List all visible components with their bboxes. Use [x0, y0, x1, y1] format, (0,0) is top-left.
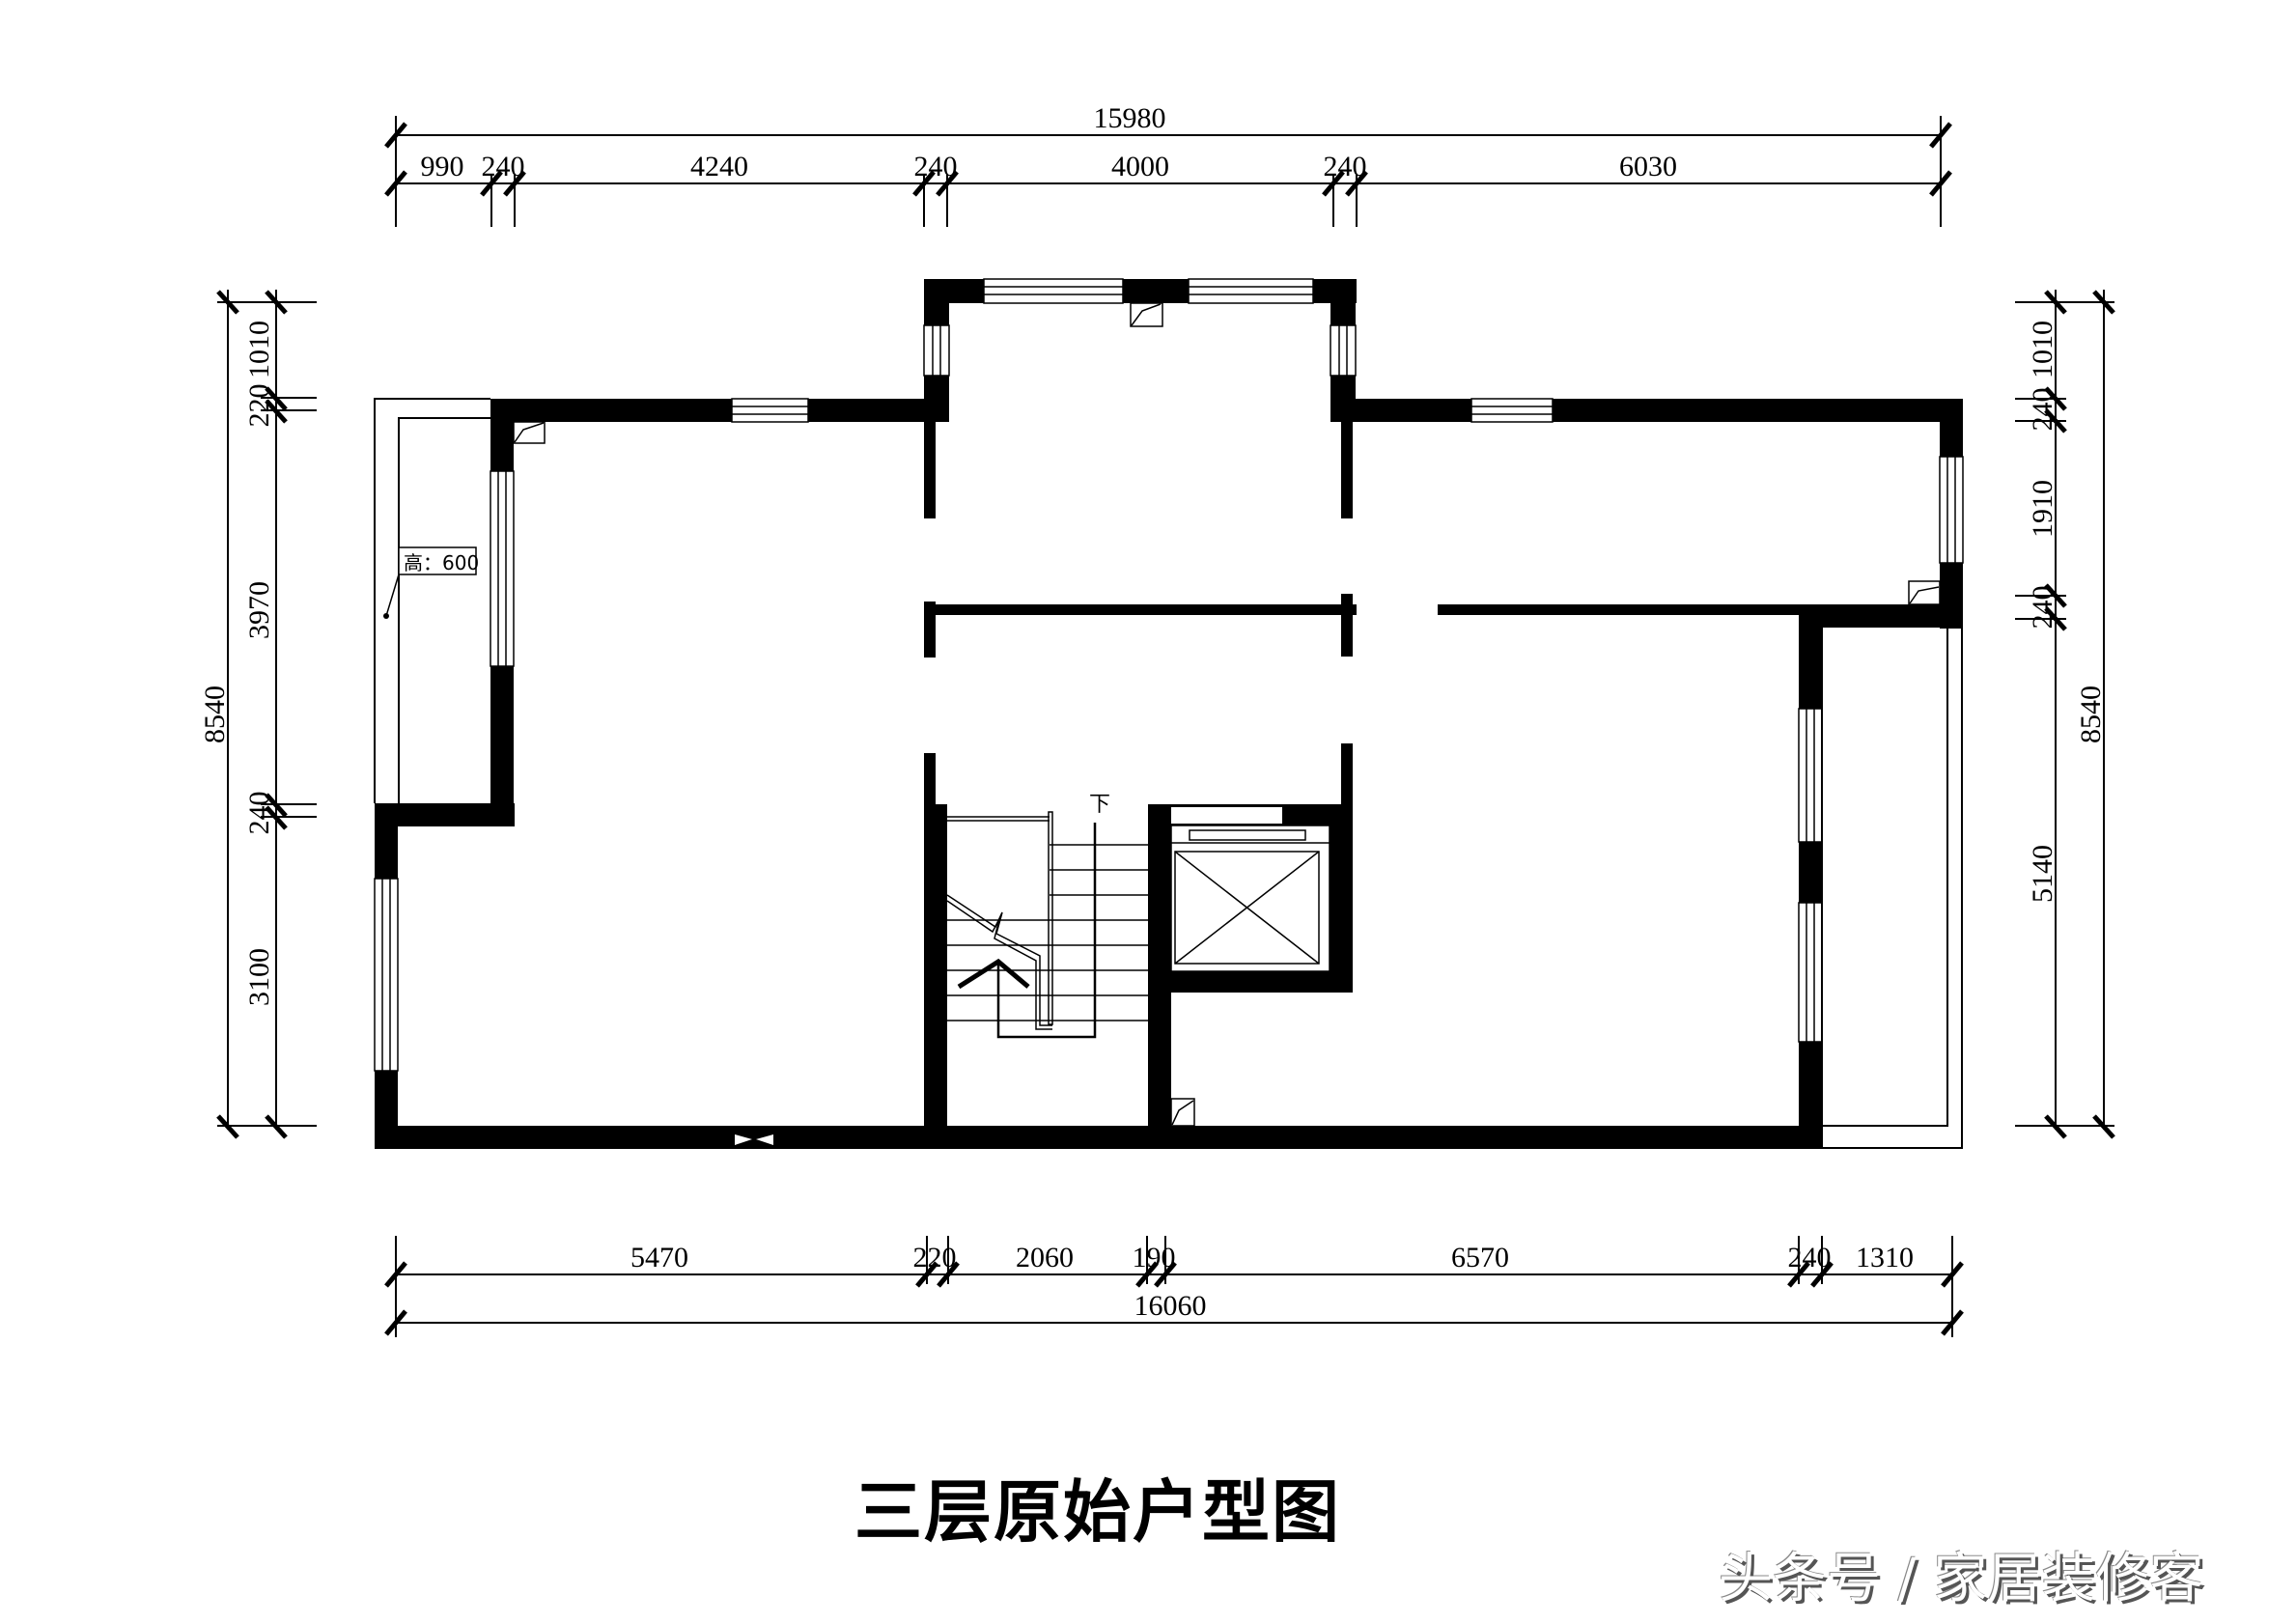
bottom-dim-3: 2060	[1016, 1242, 1074, 1273]
page-title: 三层原始户型图	[854, 1472, 1341, 1552]
top-dimension-ticks	[384, 122, 1952, 197]
top-dim-5: 4000	[1111, 151, 1169, 182]
bottom-dimension-ticks	[384, 1261, 1964, 1336]
top-dim-1: 990	[421, 151, 464, 182]
bottom-total-dimension: 16060	[1134, 1290, 1207, 1322]
left-dim-4: 240	[243, 792, 275, 835]
right-dim-4: 240	[2027, 586, 2058, 630]
left-ledge	[374, 398, 490, 803]
bottom-dim-4: 190	[1133, 1242, 1176, 1273]
pipe-marker-bay	[1130, 302, 1163, 327]
right-dim-1: 1010	[2027, 321, 2058, 378]
right-total-dimension: 8540	[2075, 686, 2107, 743]
height-note: 高：600	[383, 546, 479, 619]
right-dim-3: 1910	[2027, 480, 2058, 538]
top-dim-2: 240	[482, 151, 525, 182]
bottom-dim-2: 220	[913, 1242, 957, 1273]
left-dim-2: 220	[243, 384, 275, 428]
left-dimension-ticks	[216, 290, 288, 1139]
left-dimension-lines	[217, 290, 317, 1130]
left-total-dimension: 8540	[199, 686, 231, 743]
bottom-dim-6: 240	[1788, 1242, 1832, 1273]
watermark: 头条号 / 家居装修客	[1719, 1548, 2204, 1610]
pipe-marker-bottom	[1170, 1098, 1195, 1127]
top-dim-3: 4240	[690, 151, 748, 182]
right-dim-2: 240	[2027, 388, 2058, 432]
right-dimension-ticks	[2044, 290, 2115, 1139]
wall-opening-marker	[735, 1134, 773, 1145]
elevator	[1170, 807, 1330, 972]
pipe-marker-top-left	[513, 421, 546, 444]
height-note-label: 高：600	[404, 551, 479, 574]
bottom-dim-5: 6570	[1451, 1242, 1509, 1273]
bottom-dim-1: 5470	[630, 1242, 688, 1273]
right-balcony	[1821, 628, 1963, 1149]
right-dim-5: 5140	[2027, 845, 2058, 903]
left-dim-3: 3970	[243, 581, 275, 639]
staircase	[946, 811, 1148, 1039]
top-dim-6: 240	[1324, 151, 1367, 182]
bottom-dimension-lines	[395, 1236, 1953, 1337]
pipe-marker-right	[1908, 580, 1941, 605]
top-dim-7: 6030	[1619, 151, 1677, 182]
top-total-dimension: 15980	[1094, 102, 1166, 134]
stair-down-label: 下	[1089, 793, 1110, 817]
top-dim-4: 240	[914, 151, 958, 182]
walls	[375, 279, 1963, 1149]
left-dim-1: 1010	[243, 321, 275, 378]
windows	[374, 278, 1964, 1072]
bottom-dim-7: 1310	[1856, 1242, 1914, 1273]
pipe-markers	[513, 302, 1941, 1127]
left-dim-5: 3100	[243, 948, 275, 1006]
